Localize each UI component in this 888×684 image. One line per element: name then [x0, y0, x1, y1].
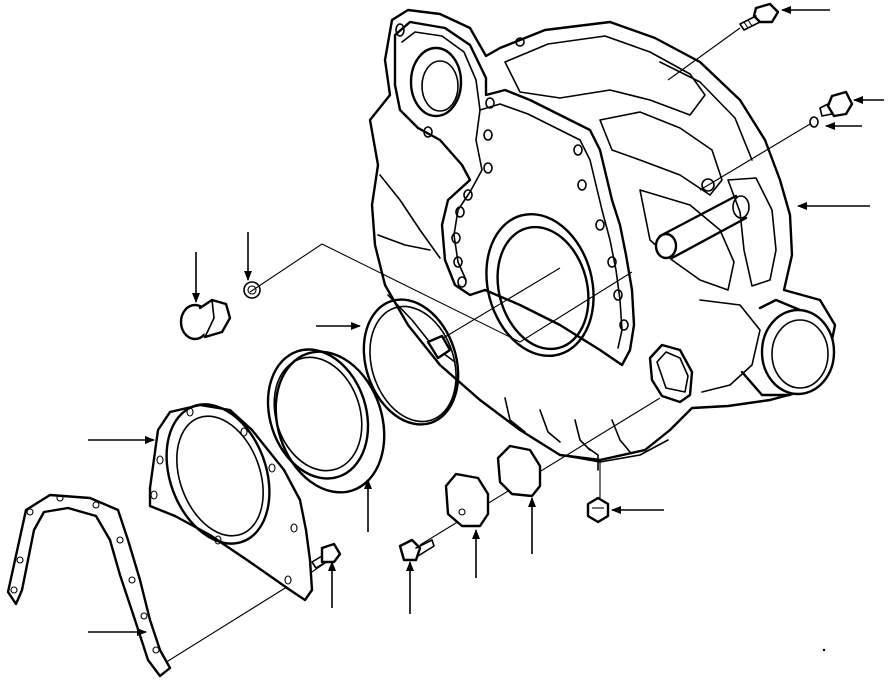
plug-icon [819, 90, 854, 118]
gasket-icon [496, 444, 542, 498]
nut-icon [586, 496, 610, 524]
bolt-icon [398, 538, 435, 562]
cap-icon [179, 298, 232, 341]
gasket-icon [6, 493, 172, 678]
washer-icon [243, 281, 261, 299]
flange-bolt-holes [395, 23, 629, 331]
retainer-icon [148, 403, 314, 602]
flywheel-housing [368, 8, 837, 471]
callout-arrows [88, 6, 884, 636]
washer-icon [809, 116, 819, 128]
dot-mark [822, 648, 826, 652]
cover-plate-icon [444, 472, 490, 528]
o-ring-icon [362, 298, 460, 426]
bolt-icon [739, 2, 780, 31]
bolt-icon [311, 542, 342, 569]
seal-icon [266, 348, 386, 494]
